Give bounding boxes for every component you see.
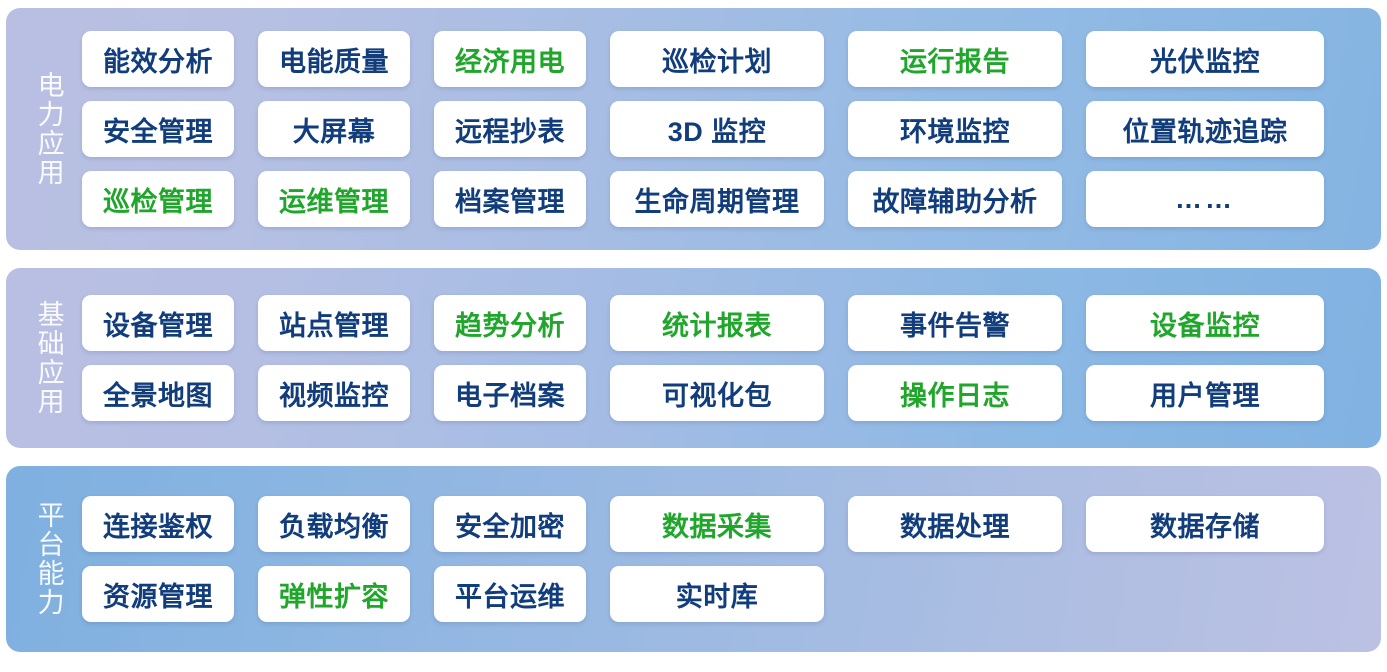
capability-row: 设备管理站点管理趋势分析统计报表事件告警设备监控 — [82, 295, 1367, 351]
capability-card[interactable]: 3D 监控 — [610, 101, 824, 157]
capability-card[interactable]: 事件告警 — [848, 295, 1062, 351]
capability-cell: 数据采集 — [610, 496, 848, 552]
capability-card[interactable]: 弹性扩容 — [258, 566, 410, 622]
capability-card[interactable]: 资源管理 — [82, 566, 234, 622]
capability-card[interactable]: 数据采集 — [610, 496, 824, 552]
capability-cell: 3D 监控 — [610, 101, 848, 157]
capability-card[interactable]: 位置轨迹追踪 — [1086, 101, 1324, 157]
capability-cell: 用户管理 — [1086, 365, 1324, 421]
capability-card[interactable]: 大屏幕 — [258, 101, 410, 157]
capability-cell: 事件告警 — [848, 295, 1086, 351]
capability-cell: 电子档案 — [434, 365, 610, 421]
capability-row: 安全管理大屏幕远程抄表 3D 监控环境监控位置轨迹追踪 — [82, 101, 1367, 157]
capability-card[interactable]: 统计报表 — [610, 295, 824, 351]
capability-cell: 连接鉴权 — [82, 496, 258, 552]
capability-cell: 数据存储 — [1086, 496, 1324, 552]
capability-card[interactable]: 数据处理 — [848, 496, 1062, 552]
capability-cell — [848, 566, 1086, 622]
layer-grid: 连接鉴权负载均衡安全加密数据采集数据处理数据存储资源管理弹性扩容平台运维实时库 — [82, 496, 1371, 622]
layer-grid: 设备管理站点管理趋势分析统计报表事件告警设备监控全景地图视频监控电子档案可视化包… — [82, 295, 1371, 421]
capability-card[interactable]: 光伏监控 — [1086, 31, 1324, 87]
capability-card[interactable]: 运行报告 — [848, 31, 1062, 87]
capability-card[interactable]: 操作日志 — [848, 365, 1062, 421]
capability-cell: 运行报告 — [848, 31, 1086, 87]
capability-cell: 平台运维 — [434, 566, 610, 622]
layer-label: 电力应用 — [33, 71, 64, 187]
capability-cell: 设备管理 — [82, 295, 258, 351]
capability-cell: 电能质量 — [258, 31, 434, 87]
capability-row: 资源管理弹性扩容平台运维实时库 — [82, 566, 1367, 622]
capability-cell: 档案管理 — [434, 171, 610, 227]
capability-card[interactable]: 运维管理 — [258, 171, 410, 227]
capability-card[interactable]: 趋势分析 — [434, 295, 586, 351]
capability-card[interactable]: 生命周期管理 — [610, 171, 824, 227]
capability-card[interactable]: 巡检计划 — [610, 31, 824, 87]
capability-card-ellipsis[interactable]: …… — [1086, 171, 1324, 227]
capability-cell — [1086, 566, 1324, 622]
capability-card[interactable]: 站点管理 — [258, 295, 410, 351]
capability-cell: 数据处理 — [848, 496, 1086, 552]
capability-card[interactable]: 用户管理 — [1086, 365, 1324, 421]
capability-card[interactable]: 负载均衡 — [258, 496, 410, 552]
capability-cell: 负载均衡 — [258, 496, 434, 552]
capability-cell: 巡检管理 — [82, 171, 258, 227]
capability-cell: 趋势分析 — [434, 295, 610, 351]
capability-row: 巡检管理运维管理档案管理生命周期管理故障辅助分析 …… — [82, 171, 1367, 227]
capability-cell: 操作日志 — [848, 365, 1086, 421]
capability-card[interactable]: 设备监控 — [1086, 295, 1324, 351]
capability-card[interactable]: 全景地图 — [82, 365, 234, 421]
capability-card[interactable]: 安全管理 — [82, 101, 234, 157]
capability-cell: 统计报表 — [610, 295, 848, 351]
capability-card[interactable]: 经济用电 — [434, 31, 586, 87]
layer-band-2: 基础应用设备管理站点管理趋势分析统计报表事件告警设备监控全景地图视频监控电子档案… — [6, 268, 1381, 448]
capability-cell: 经济用电 — [434, 31, 610, 87]
capability-card[interactable]: 巡检管理 — [82, 171, 234, 227]
layer-band-3: 平台能力连接鉴权负载均衡安全加密数据采集数据处理数据存储资源管理弹性扩容平台运维… — [6, 466, 1381, 652]
capability-cell: 全景地图 — [82, 365, 258, 421]
capability-card[interactable]: 能效分析 — [82, 31, 234, 87]
capability-cell: 位置轨迹追踪 — [1086, 101, 1324, 157]
capability-card[interactable]: 数据存储 — [1086, 496, 1324, 552]
capability-cell: 巡检计划 — [610, 31, 848, 87]
capability-row: 连接鉴权负载均衡安全加密数据采集数据处理数据存储 — [82, 496, 1367, 552]
capability-card[interactable]: 档案管理 — [434, 171, 586, 227]
capability-row: 全景地图视频监控电子档案可视化包操作日志用户管理 — [82, 365, 1367, 421]
capability-card[interactable]: 实时库 — [610, 566, 824, 622]
capability-cell: 弹性扩容 — [258, 566, 434, 622]
capability-card[interactable]: 环境监控 — [848, 101, 1062, 157]
capability-cell: 视频监控 — [258, 365, 434, 421]
capability-cell: 运维管理 — [258, 171, 434, 227]
capability-cell: 能效分析 — [82, 31, 258, 87]
capability-cell: 安全加密 — [434, 496, 610, 552]
capability-card[interactable]: 可视化包 — [610, 365, 824, 421]
capability-card[interactable]: 电能质量 — [258, 31, 410, 87]
capability-cell: 远程抄表 — [434, 101, 610, 157]
capability-cell: 设备监控 — [1086, 295, 1324, 351]
capability-row: 能效分析电能质量经济用电巡检计划运行报告光伏监控 — [82, 31, 1367, 87]
capability-cell: 实时库 — [610, 566, 848, 622]
capability-cell: 光伏监控 — [1086, 31, 1324, 87]
capability-card[interactable]: 视频监控 — [258, 365, 410, 421]
layer-label: 平台能力 — [33, 501, 64, 617]
capability-card[interactable]: 故障辅助分析 — [848, 171, 1062, 227]
capability-cell: 生命周期管理 — [610, 171, 848, 227]
capability-cell: 环境监控 — [848, 101, 1086, 157]
capability-cell: 资源管理 — [82, 566, 258, 622]
capability-cell: …… — [1086, 171, 1324, 227]
capability-card[interactable]: 平台运维 — [434, 566, 586, 622]
capability-cell: 大屏幕 — [258, 101, 434, 157]
capability-cell: 故障辅助分析 — [848, 171, 1086, 227]
capability-cell: 站点管理 — [258, 295, 434, 351]
layer-label: 基础应用 — [33, 300, 64, 416]
capability-card[interactable]: 安全加密 — [434, 496, 586, 552]
capability-card[interactable]: 连接鉴权 — [82, 496, 234, 552]
capability-cell: 可视化包 — [610, 365, 848, 421]
capability-card[interactable]: 电子档案 — [434, 365, 586, 421]
capability-card[interactable]: 远程抄表 — [434, 101, 586, 157]
capability-card[interactable]: 设备管理 — [82, 295, 234, 351]
capability-cell: 安全管理 — [82, 101, 258, 157]
